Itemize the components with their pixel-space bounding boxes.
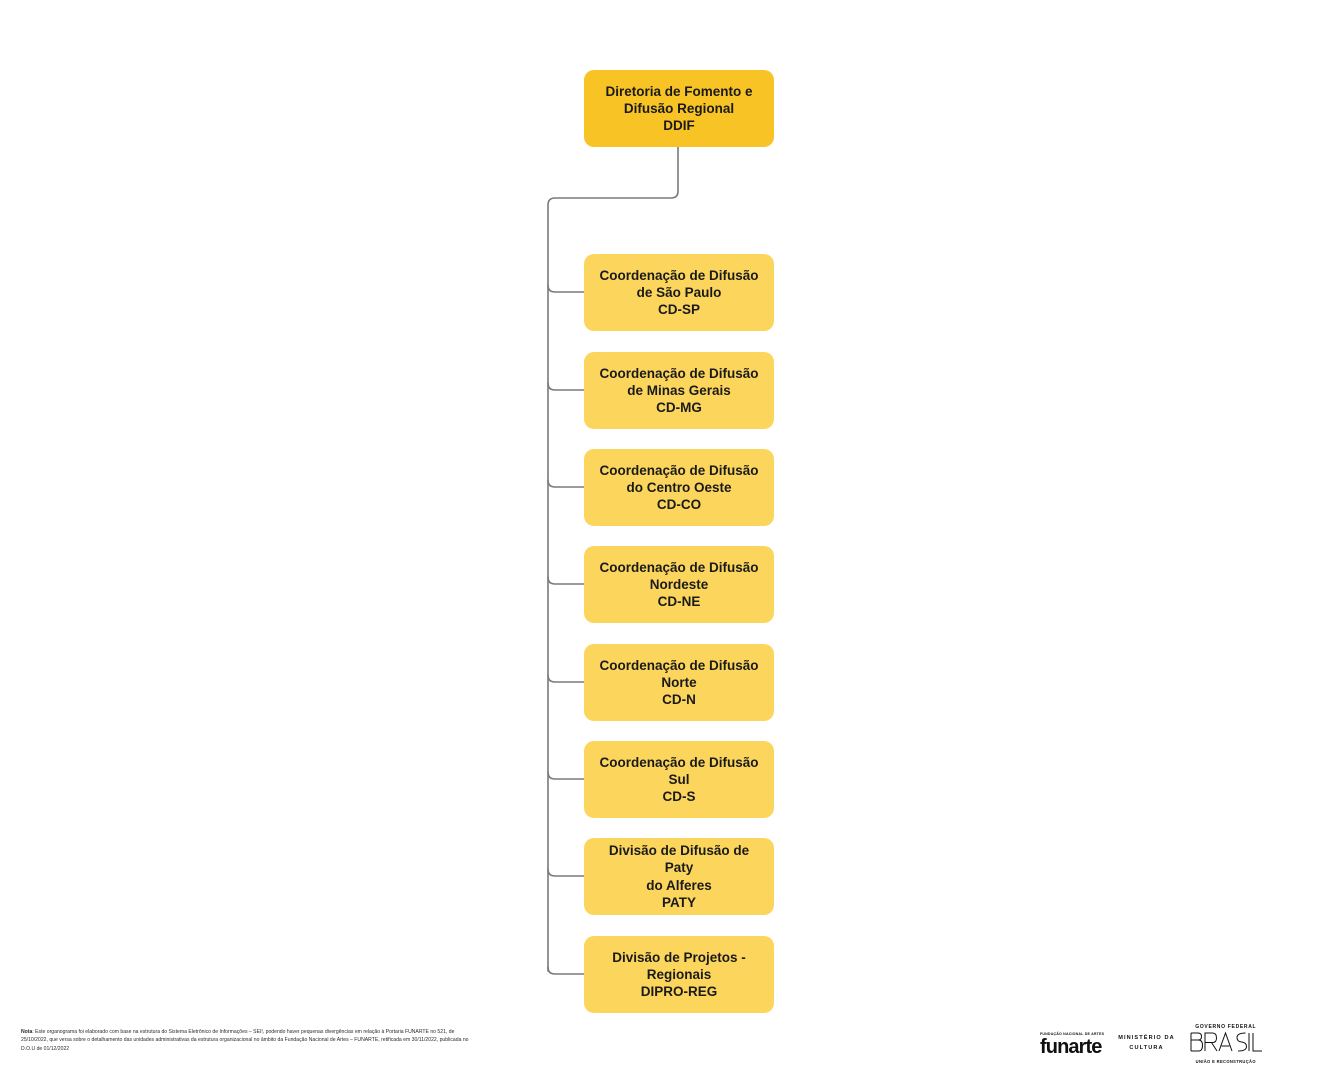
funarte-logo-superscript: FUNDAÇÃO NACIONAL DE ARTES [1040, 1031, 1105, 1036]
node-cd-co[interactable]: Coordenação de Difusão do Centro Oeste C… [584, 449, 774, 526]
connector-branch-cd-s [547, 771, 585, 780]
node-ddif[interactable]: Diretoria de Fomento e Difusão Regional … [584, 70, 774, 147]
footer-note-text: : Este organograma foi elaborado com bas… [21, 1029, 469, 1052]
logo-bar: FUNDAÇÃO NACIONAL DE ARTES funarte MINIS… [1040, 1016, 1305, 1072]
governo-federal-logo-bottom: UNIÃO E RECONSTRUÇÃO [1195, 1059, 1256, 1064]
footer-note-label: Nota [21, 1029, 33, 1035]
connector-branch-cd-sp [547, 284, 585, 293]
connector-branch-cd-n [547, 674, 585, 683]
connector-branch-cd-mg [547, 382, 585, 391]
node-cd-n[interactable]: Coordenação de Difusão Norte CD-N [584, 644, 774, 721]
footer-note: Nota: Este organograma foi elaborado com… [21, 1028, 473, 1053]
connector-branch-dipro-reg [547, 966, 585, 975]
connector-branch-paty [547, 868, 585, 877]
funarte-logo: FUNDAÇÃO NACIONAL DE ARTES funarte [1040, 1032, 1104, 1057]
node-cd-ne[interactable]: Coordenação de Difusão Nordeste CD-NE [584, 546, 774, 623]
connector-branch-cd-co [547, 479, 585, 488]
ministerio-logo-line2: CULTURA [1129, 1045, 1164, 1051]
connector-branch-cd-ne [547, 576, 585, 585]
node-cd-s[interactable]: Coordenação de Difusão Sul CD-S [584, 741, 774, 818]
governo-federal-logo: GOVERNO FEDERAL UNIÃO E RECONSTRUÇÃO [1189, 1024, 1263, 1064]
funarte-logo-wordmark: funarte [1040, 1035, 1102, 1058]
connector-root-to-spine [547, 146, 679, 972]
ministerio-logo-line1: MINISTÉRIO DA [1118, 1035, 1175, 1042]
brasil-wordmark-icon [1189, 1031, 1263, 1058]
node-paty[interactable]: Divisão de Difusão de Paty do Alferes PA… [584, 838, 774, 915]
governo-federal-logo-top: GOVERNO FEDERAL [1195, 1024, 1257, 1030]
ministerio-da-cultura-logo: MINISTÉRIO DA CULTURA [1118, 1034, 1175, 1054]
node-cd-sp[interactable]: Coordenação de Difusão de São Paulo CD-S… [584, 254, 774, 331]
node-cd-mg[interactable]: Coordenação de Difusão de Minas Gerais C… [584, 352, 774, 429]
node-dipro-reg[interactable]: Divisão de Projetos - Regionais DIPRO-RE… [584, 936, 774, 1013]
